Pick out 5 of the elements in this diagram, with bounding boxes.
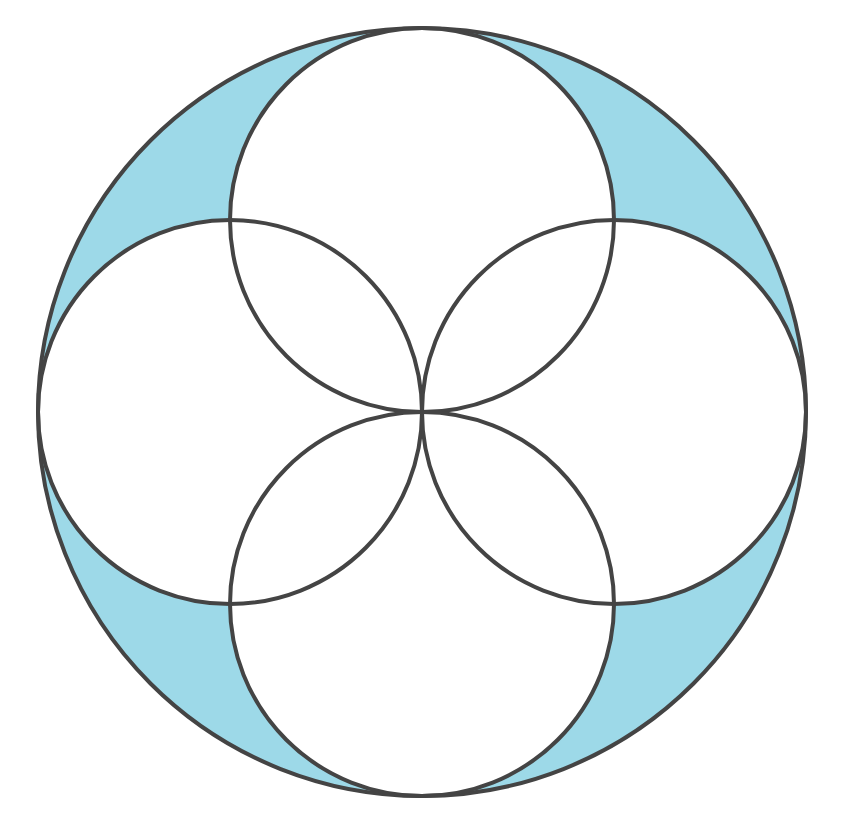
inner-circle [36,218,424,606]
inner-circle [228,26,616,414]
inner-circle [228,410,616,798]
inner-circle [420,218,808,606]
outer-circle [36,26,808,798]
